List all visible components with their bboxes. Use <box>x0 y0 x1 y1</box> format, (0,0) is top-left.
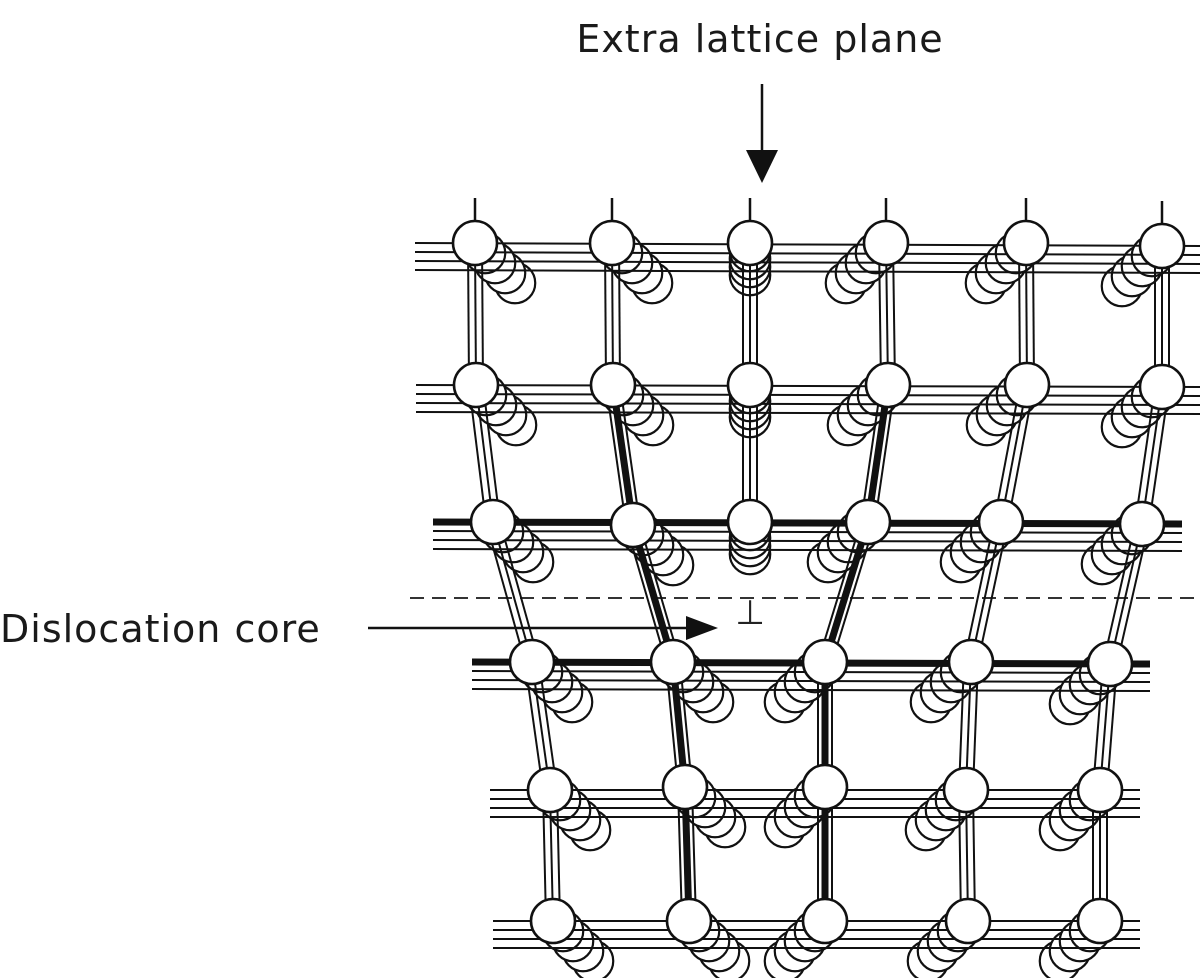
lattice-atom <box>864 361 912 409</box>
vertical-bond <box>485 521 526 663</box>
vertical-bond <box>499 521 540 663</box>
lattice-atom <box>1076 897 1124 945</box>
horizontal-bond <box>432 518 1183 528</box>
lattice-atom <box>665 897 713 945</box>
vertical-bond <box>963 521 995 663</box>
lattice-atom <box>452 361 500 409</box>
horizontal-bond <box>432 539 1183 543</box>
vertical-bond <box>1102 523 1136 665</box>
lattice-atom <box>649 638 697 686</box>
lattice-atom <box>1086 640 1134 688</box>
vertical-bond <box>611 242 614 386</box>
vertical-bond <box>1032 242 1035 386</box>
lattice-atom <box>1002 219 1050 267</box>
vertical-bond <box>619 384 641 526</box>
horizontal-bond <box>471 679 1151 683</box>
lattice-atom <box>609 501 657 549</box>
vertical-bond <box>1109 523 1143 665</box>
lattice-atom <box>862 219 910 267</box>
lattice-atom <box>588 219 636 267</box>
vertical-bond <box>1116 523 1150 665</box>
lattice-atom <box>589 361 637 409</box>
lattice-atom <box>942 766 990 814</box>
vertical-bond <box>831 521 876 663</box>
horizontal-bond <box>414 251 1200 256</box>
vertical-bond <box>817 521 862 663</box>
vertical-bond <box>618 242 621 386</box>
vertical-bond <box>609 384 637 526</box>
horizontal-bond <box>471 688 1151 692</box>
vertical-bond <box>481 242 484 386</box>
horizontal-bond <box>414 269 1200 274</box>
lattice-atom <box>1003 361 1051 409</box>
lattice-atom <box>944 897 992 945</box>
lattice-atom <box>529 897 577 945</box>
lattice-atom <box>844 498 892 546</box>
lattice-atom <box>526 766 574 814</box>
lattice-atom <box>508 638 556 686</box>
lattice-atom <box>801 763 849 811</box>
extra-lattice-plane-label: Extra lattice plane <box>576 17 943 61</box>
lattice-atom <box>726 498 774 546</box>
vertical-bond <box>1018 242 1021 386</box>
vertical-bond <box>977 521 1009 663</box>
vertical-bond <box>885 242 889 386</box>
lattice-atom <box>977 498 1025 546</box>
vertical-bond <box>878 242 882 386</box>
dislocation-symbol: ⊥ <box>735 593 765 633</box>
lattice-atom <box>451 219 499 267</box>
vertical-bond <box>1025 242 1028 386</box>
vertical-bond <box>892 242 896 386</box>
lattice-atom <box>1138 222 1186 270</box>
vertical-bond <box>492 521 533 663</box>
vertical-bond <box>604 242 607 386</box>
lattice-atom <box>947 638 995 686</box>
lattice-atom <box>1076 766 1124 814</box>
lattice-atom <box>1138 363 1186 411</box>
lattice-atom <box>661 763 709 811</box>
lattice-atom <box>801 638 849 686</box>
lattice-atom <box>801 897 849 945</box>
horizontal-bond <box>414 260 1200 265</box>
horizontal-bond <box>415 411 1200 415</box>
vertical-bond <box>467 242 470 386</box>
horizontal-bond <box>415 384 1200 388</box>
lattice-atoms <box>451 219 1186 945</box>
horizontal-bond <box>414 242 1200 247</box>
lattice-atom <box>726 361 774 409</box>
horizontal-bond <box>415 393 1200 397</box>
lattice-atom <box>1118 500 1166 548</box>
lattice-atom <box>469 498 517 546</box>
lattice-atom <box>726 219 774 267</box>
vertical-bond <box>970 521 1002 663</box>
extra-plane-arrow <box>746 84 778 183</box>
horizontal-bond <box>415 402 1200 406</box>
horizontal-bond <box>432 530 1183 534</box>
vertical-bond <box>474 242 477 386</box>
horizontal-bond <box>432 548 1183 552</box>
vertical-bond <box>821 520 872 664</box>
dislocation-core-label: Dislocation core <box>0 607 321 651</box>
vertical-bond <box>629 524 677 663</box>
vertical-bond <box>605 384 627 526</box>
